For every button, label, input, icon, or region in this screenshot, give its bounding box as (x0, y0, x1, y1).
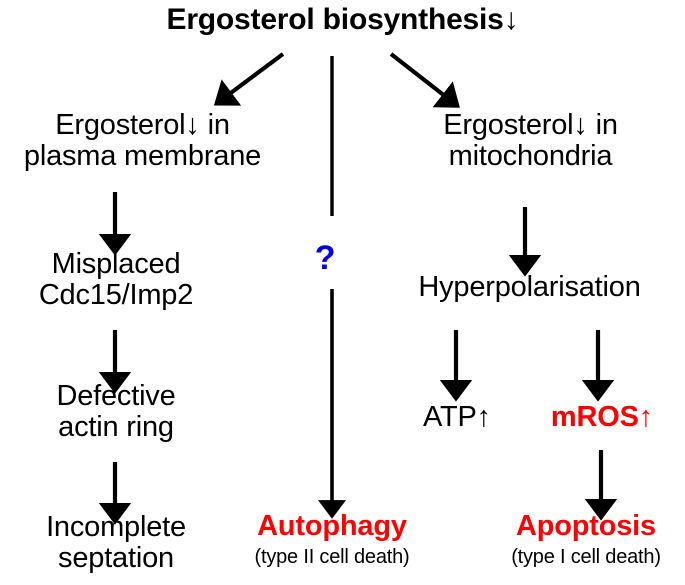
node-autophagy-note: (type II cell death) (254, 546, 410, 568)
question-mark-annotation: ? (314, 239, 336, 277)
node-mros-increase: mROS↑ (550, 401, 654, 433)
arrow-title-to-left (213, 52, 285, 106)
node-hyperpolarisation: Hyperpolarisation (418, 271, 641, 303)
page-title: Ergosterol biosynthesis↓ (166, 3, 519, 36)
node-autophagy: Autophagy (257, 510, 407, 542)
node-misplaced-cdc15-imp2: Misplaced Cdc15/Imp2 (38, 248, 194, 311)
node-incomplete-septation: Incomplete septation (46, 511, 186, 574)
node-defective-actin-ring: Defective actin ring (56, 380, 176, 443)
node-ergosterol-plasma-membrane: Ergosterol↓ in plasma membrane (23, 109, 262, 172)
node-apoptosis: Apoptosis (516, 510, 656, 542)
node-apoptosis-note: (type I cell death) (511, 546, 661, 568)
arrow-title-to-right (389, 52, 460, 108)
node-ergosterol-mitochondria: Ergosterol↓ in mitochondria (443, 109, 618, 172)
node-atp-increase: ATP↑ (423, 401, 491, 433)
